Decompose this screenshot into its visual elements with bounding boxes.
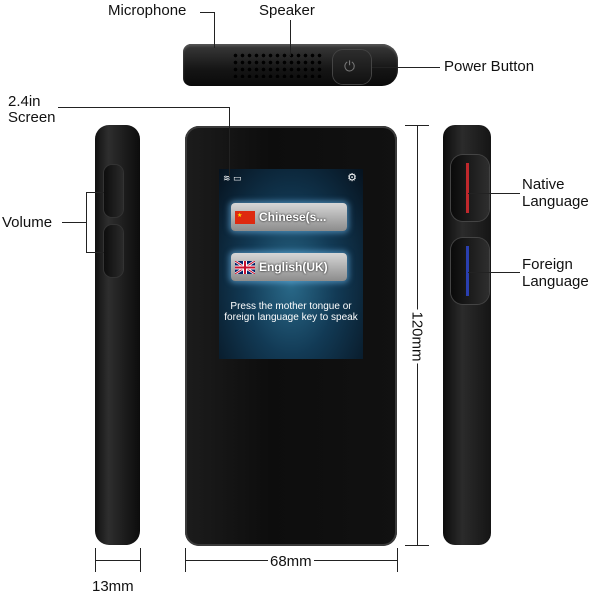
leader-line [86, 192, 87, 252]
leader-line [58, 107, 230, 108]
leader-line [86, 192, 104, 193]
instruction-text: Press the mother tongue or foreign langu… [224, 301, 358, 323]
svg-text:★: ★ [237, 212, 242, 219]
foreign-language-key[interactable] [451, 238, 489, 304]
dim-line [95, 560, 140, 561]
battery-icon: ▭ [233, 173, 242, 183]
foreign-language-label: English(UK) [259, 260, 328, 274]
leader-line [468, 193, 520, 194]
status-bar: ≋ ▭ [223, 173, 242, 184]
leader-line [468, 272, 520, 273]
label-screen: 2.4in Screen [8, 93, 56, 126]
china-flag-icon: ★ [235, 210, 255, 224]
speaker-grill [232, 52, 322, 78]
label-microphone: Microphone [108, 2, 187, 19]
foreign-language-button[interactable]: English(UK) [231, 253, 347, 281]
label-speaker: Speaker [259, 2, 315, 19]
dim-tick [397, 548, 398, 572]
native-language-key[interactable] [451, 155, 489, 221]
screen: ≋ ▭ ⚙ ★ Chinese(s... English(UK) Press t… [219, 169, 363, 359]
leader-line [290, 20, 291, 56]
gear-icon[interactable]: ⚙ [347, 172, 357, 184]
volume-up-button[interactable] [104, 165, 123, 217]
label-height: 120mm [408, 309, 426, 364]
power-button[interactable] [333, 50, 371, 84]
foreign-key-stripe [466, 246, 469, 296]
label-foreign-language: Foreign Language [522, 256, 589, 290]
leader-line [62, 222, 86, 223]
label-native-language: Native Language [522, 176, 589, 210]
uk-flag-icon [235, 260, 255, 274]
leader-line [229, 107, 230, 177]
leader-line [214, 12, 215, 48]
volume-down-button[interactable] [104, 225, 123, 277]
native-language-label: Chinese(s... [259, 210, 327, 224]
label-width: 68mm [268, 553, 314, 570]
label-power-button: Power Button [444, 58, 535, 75]
leader-line [372, 67, 440, 68]
wifi-icon: ≋ [223, 173, 231, 183]
dim-tick [140, 548, 141, 572]
power-icon: ⏻ [344, 58, 356, 74]
label-depth: 13mm [92, 578, 134, 595]
label-volume: Volume [2, 214, 53, 231]
native-key-stripe [466, 163, 469, 213]
leader-line [86, 252, 104, 253]
dim-tick [405, 545, 429, 546]
native-language-button[interactable]: ★ Chinese(s... [231, 203, 347, 231]
leader-line [200, 12, 214, 13]
